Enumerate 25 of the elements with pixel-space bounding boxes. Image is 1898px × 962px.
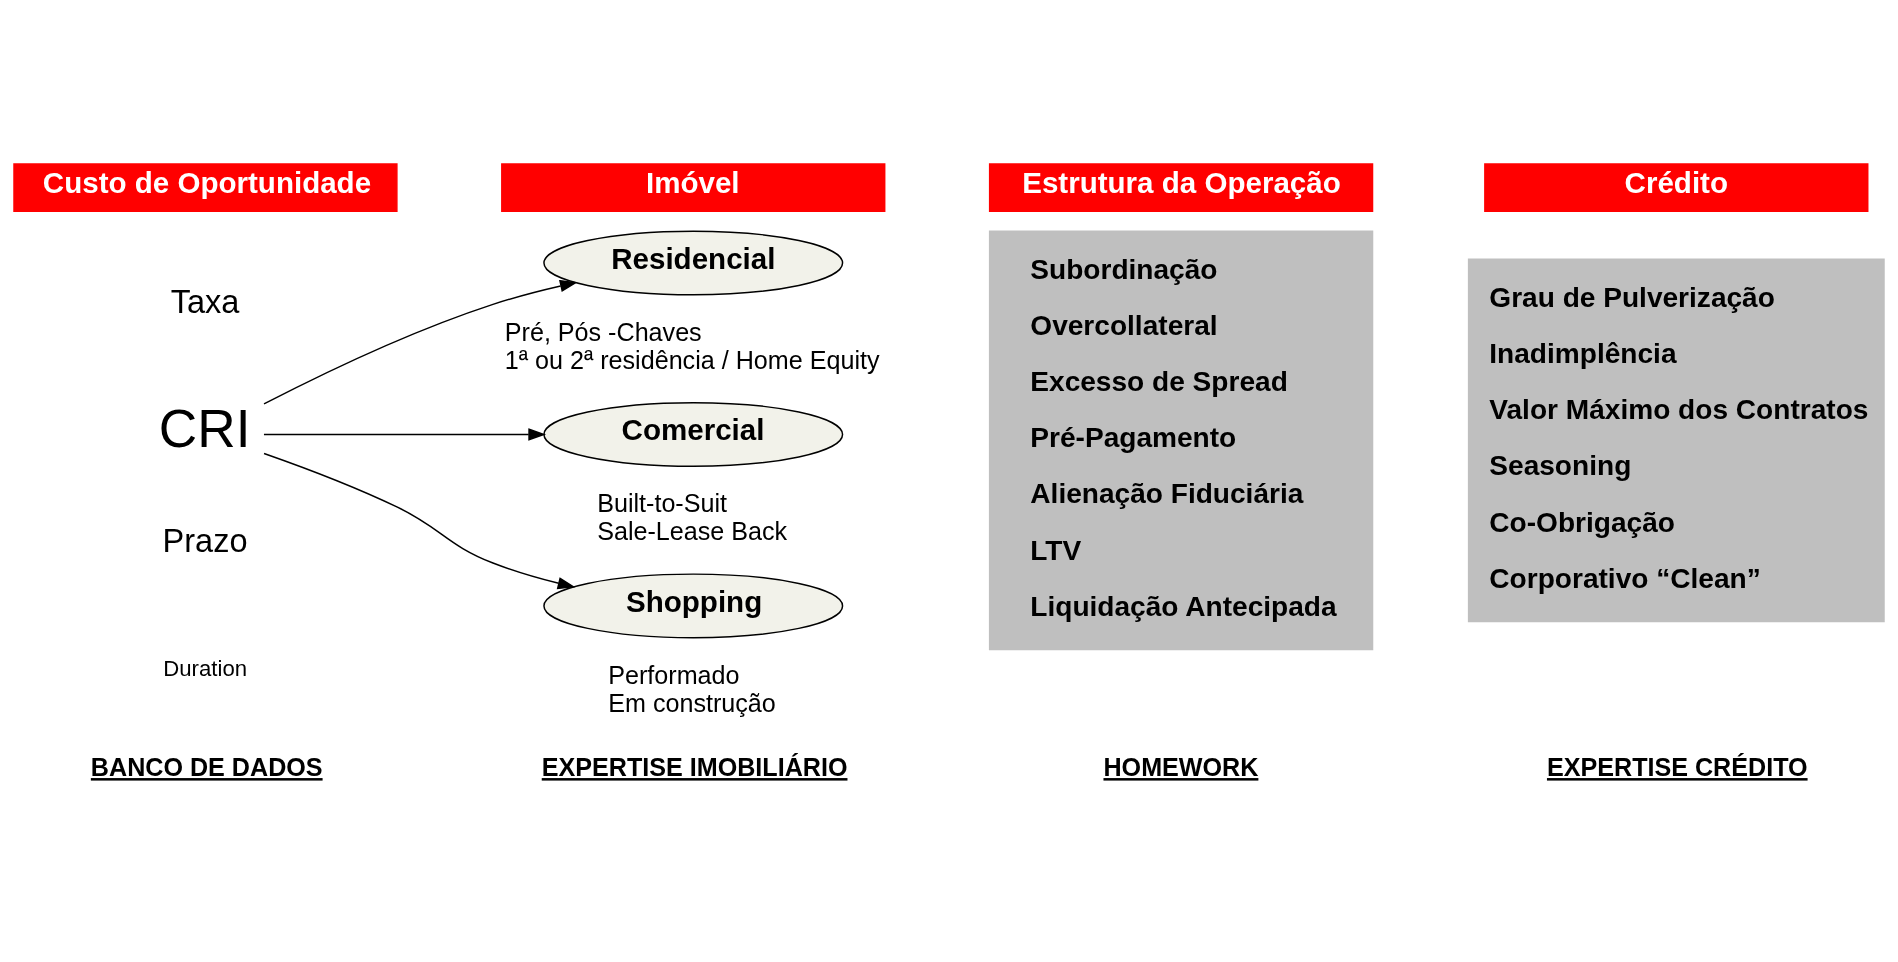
label: EXPERTISE CRÉDITO: [1546, 753, 1808, 782]
node-box: Grau de Pulverização Inadimplência Valor Máximo dos Contratos Seasoning Co-Obrigação Corporativo “Clean”: [1467, 258, 1885, 623]
node-label: Pré, Pós -Chaves: [504, 317, 702, 346]
node-label: Performado: [608, 660, 740, 689]
arrow: [263, 452, 576, 590]
node-box: Custo de Oportunidade: [13, 163, 398, 212]
node-ellipse: Shopping: [543, 573, 844, 639]
node-box: Imóvel: [501, 163, 886, 212]
label: BANCO DE DADOS: [90, 753, 323, 782]
node-label: 1ª ou 2ª residência / Home Equity: [504, 345, 880, 374]
label: HOMEWORK: [1103, 753, 1259, 782]
node-box: Crédito: [1484, 163, 1869, 212]
label: Prazo: [162, 523, 248, 560]
node-label: Em construção: [608, 688, 776, 717]
arrow: [263, 428, 547, 441]
arrow: [263, 279, 578, 405]
label: Taxa: [170, 283, 240, 320]
label: Duration: [163, 656, 248, 682]
node-label: Built-to-Suit: [597, 489, 728, 518]
node-box: Subordinação Overcollateral Excesso de Spread Pré-Pagamento Alienação Fiduciária LTV Liquidação Antecipada: [988, 230, 1374, 651]
node-text: CRI: [158, 399, 251, 459]
node-box: Estrutura da Operação: [988, 163, 1374, 212]
node-ellipse: Comercial: [543, 401, 844, 467]
label: EXPERTISE IMOBILIÁRIO: [541, 753, 848, 782]
node-label: Sale-Lease Back: [597, 517, 788, 546]
